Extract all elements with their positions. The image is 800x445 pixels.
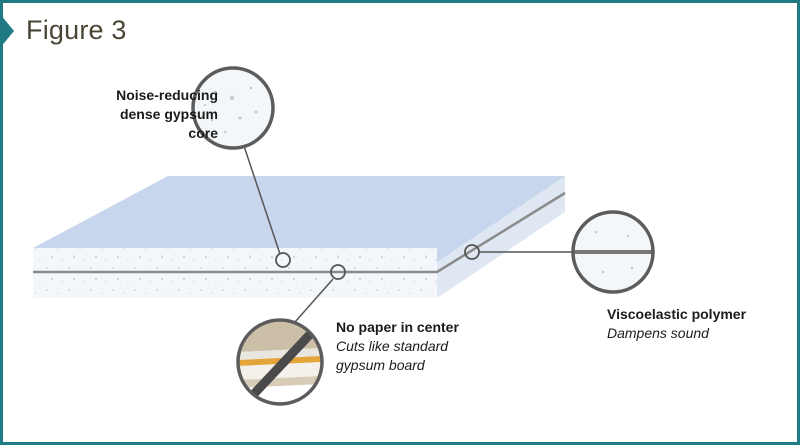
core-marker bbox=[275, 252, 291, 268]
polymer-layer-line bbox=[33, 191, 566, 274]
polymer-marker bbox=[464, 244, 480, 260]
center-label-desc-line1: Cuts like standard bbox=[336, 338, 449, 354]
center-label-desc-line2: gypsum board bbox=[336, 357, 425, 373]
center-label: No paper in center Cuts like standard gy… bbox=[336, 318, 459, 375]
center-callout-line bbox=[294, 278, 334, 323]
polymer-magnifier bbox=[571, 210, 655, 294]
center-marker bbox=[330, 264, 346, 280]
polymer-label-title: Viscoelastic polymer bbox=[607, 306, 747, 322]
board-side-face bbox=[437, 176, 565, 298]
core-label-line2: dense gypsum core bbox=[119, 106, 218, 141]
polymer-label-desc: Dampens sound bbox=[607, 325, 709, 341]
figure-title: Figure 3 bbox=[26, 15, 127, 45]
center-label-title: No paper in center bbox=[336, 319, 459, 335]
core-callout-line bbox=[243, 145, 281, 255]
center-magnifier bbox=[236, 318, 324, 406]
core-magnifier bbox=[191, 66, 275, 150]
core-label: Noise-reducing dense gypsum core bbox=[108, 86, 218, 143]
polymer-label: Viscoelastic polymer Dampens sound bbox=[607, 305, 746, 343]
core-label-line1: Noise-reducing bbox=[116, 87, 218, 103]
board-top-face bbox=[33, 176, 565, 264]
figure-marker-icon bbox=[0, 14, 14, 48]
